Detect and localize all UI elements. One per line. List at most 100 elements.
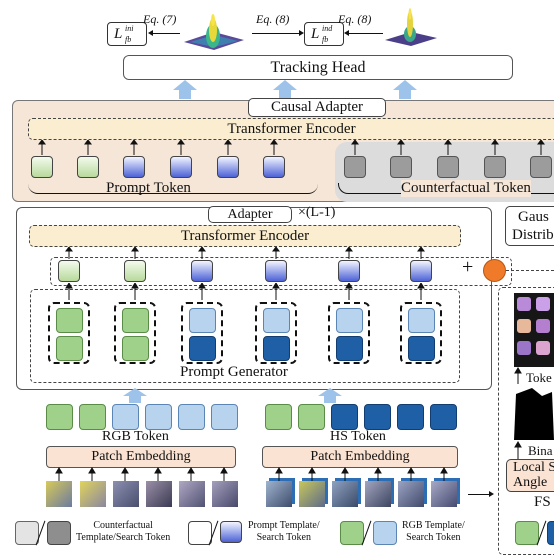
gen-cell-1b — [56, 336, 83, 361]
arrow-right — [347, 33, 383, 34]
causal-prompt-token-2 — [77, 156, 99, 178]
rgb-token-label: RGB Token — [102, 429, 169, 444]
connector-line — [506, 270, 554, 271]
rgb-patch-embedding: Patch Embedding — [46, 446, 236, 468]
prompt-generator — [30, 289, 460, 383]
fs-label: FS — [534, 494, 551, 510]
causal-prompt-token-6 — [263, 156, 285, 178]
tracking-head-label: Tracking Head — [270, 59, 366, 76]
hs-thumb-5 — [398, 481, 424, 507]
hs-thumb-6 — [431, 481, 457, 507]
gen-cell-2a — [122, 308, 149, 333]
generator-arrows — [65, 283, 425, 300]
gen-cell-5b — [336, 336, 363, 361]
gauss-box: Gaus Distrib — [505, 206, 554, 246]
arrow-to-fs — [468, 494, 490, 495]
arrow-left — [150, 33, 180, 34]
rgb-token-6 — [211, 404, 238, 430]
counterfactual-token-1 — [344, 156, 366, 178]
rgb-patch-label: Patch Embedding — [91, 449, 191, 464]
legend-blue-token — [220, 521, 242, 543]
hs-token-6 — [430, 404, 457, 430]
heatmap-right — [385, 8, 437, 46]
gauss-line1: Gaus — [518, 209, 549, 225]
hs-thumb-3 — [332, 481, 358, 507]
gen-cell-6b — [408, 336, 435, 361]
token-label: Toke — [526, 370, 552, 385]
gen-bracket-6 — [400, 302, 442, 364]
gen-cell-3b — [189, 336, 216, 361]
up-arrows-to-head — [173, 80, 417, 99]
loss-ind-base: L — [311, 26, 320, 42]
hs-thumb-4 — [365, 481, 391, 507]
local-angle-box: Local S Angle — [506, 459, 554, 492]
rgb-thumb-5 — [179, 481, 205, 507]
rgb-token-3 — [112, 404, 139, 430]
loss-ini-sup: ini — [125, 24, 134, 33]
hs-token-label: HS Token — [330, 429, 386, 444]
gen-bracket-2 — [114, 302, 156, 364]
hs-thumb-1 — [266, 481, 292, 507]
adapter-prompt-token-2 — [124, 260, 146, 282]
prompt-token-label: Prompt Token — [106, 180, 191, 196]
rgb-thumb-6 — [212, 481, 238, 507]
gen-cell-6a — [408, 308, 435, 333]
causal-encoder: Transformer Encoder — [28, 118, 554, 140]
gen-cell-4b — [263, 336, 290, 361]
token-grid-image — [514, 293, 554, 367]
adapter-prompt-token-4 — [265, 260, 287, 282]
rgb-token-5 — [178, 404, 205, 430]
adapter-plus: + — [462, 256, 474, 278]
counterfactual-token-3 — [437, 156, 459, 178]
legend-lightblue-token — [373, 521, 397, 545]
rgb-thumb-3 — [113, 481, 139, 507]
causal-adapter-title-box: Causal Adapter — [248, 98, 386, 117]
rgb-token-2 — [79, 404, 106, 430]
adapter-repeat: ×(L-1) — [298, 205, 336, 220]
adapter-title: Adapter — [227, 207, 273, 222]
arrow-right-head — [344, 30, 349, 36]
rgb-token-1 — [46, 404, 73, 430]
legend-item2: Prompt Template/ Search Token — [248, 520, 320, 543]
hs-token-4 — [364, 404, 391, 430]
hs-token-2 — [298, 404, 325, 430]
encoder-arrows — [65, 247, 425, 259]
loss-ind-box: L ind fb — [304, 22, 344, 46]
adapter-prompt-token-5 — [338, 260, 360, 282]
legend-gray-dark — [47, 521, 71, 545]
heatmap-left — [184, 14, 244, 50]
gen-cell-1a — [56, 308, 83, 333]
hs-token-3 — [331, 404, 358, 430]
hs-patch-label: Patch Embedding — [310, 449, 410, 464]
local-line1: Local S — [513, 460, 554, 475]
gen-cell-2b — [122, 336, 149, 361]
legend-green-token — [340, 521, 364, 545]
up-arrows-to-adapter — [123, 388, 342, 403]
adapter-encoder-label: Transformer Encoder — [180, 228, 310, 244]
legend-item3: RGB Template/ Search Token — [402, 520, 465, 543]
rgb-thumb-4 — [146, 481, 172, 507]
eq-left: Eq. (7) — [143, 12, 177, 26]
orange-dot — [483, 259, 506, 282]
rgb-thumb-2 — [80, 481, 106, 507]
causal-adapter-title: Causal Adapter — [270, 99, 364, 115]
adapter-prompt-token-1 — [58, 260, 80, 282]
legend-item1: Counterfactual Template/Search Token — [76, 520, 171, 543]
bottom-arrows — [55, 467, 448, 481]
prompt-token-brace — [28, 183, 318, 194]
prompt-generator-label: Prompt Generator — [178, 364, 290, 381]
rgb-token-4 — [145, 404, 172, 430]
causal-prompt-token-1 — [31, 156, 53, 178]
arrow-mid-head — [299, 30, 304, 36]
hs-token-1 — [265, 404, 292, 430]
loss-ini-sub: fb — [125, 35, 132, 44]
gen-bracket-5 — [328, 302, 370, 364]
counterfactual-token-2 — [390, 156, 412, 178]
loss-ind-sup: ind — [322, 24, 333, 33]
legend-white-token — [188, 521, 212, 545]
hs-thumb-2 — [299, 481, 325, 507]
hs-token-5 — [397, 404, 424, 430]
adapter-encoder: Transformer Encoder — [29, 225, 461, 247]
arrow-mid — [252, 33, 300, 34]
arrow-left-head — [148, 30, 153, 36]
